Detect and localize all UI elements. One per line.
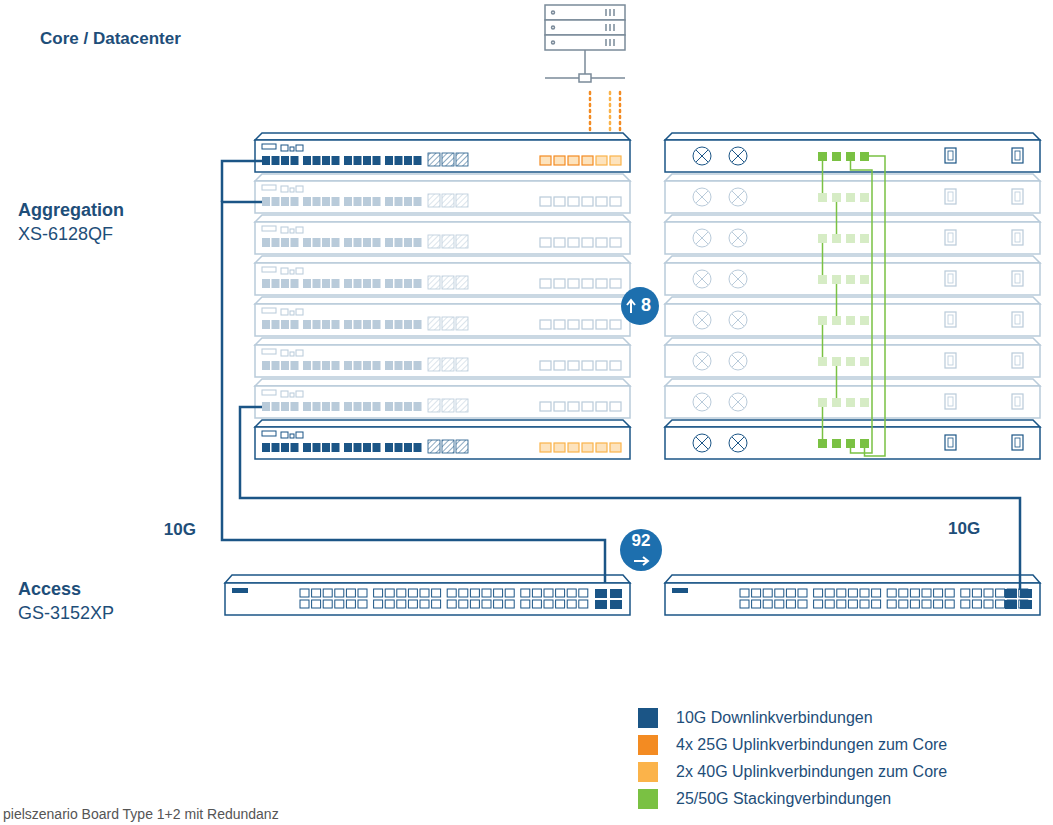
legend-text: 2x 40G Uplinkverbindungen zum Core — [676, 763, 947, 781]
downlink-lines — [222, 161, 1020, 590]
switch-rear-stack — [665, 133, 1040, 459]
zone-title: Core / Datacenter — [40, 30, 181, 49]
legend-swatch — [638, 735, 658, 755]
aggregation-stack: AggregationXS-6128QF — [255, 132, 630, 466]
link-speed: 10G — [948, 520, 980, 539]
legend-text: 25/50G Stackingverbindungen — [676, 790, 891, 808]
legend-text: 10G Downlinkverbindungen — [676, 709, 873, 727]
model-name: GS-3152XP — [18, 603, 114, 624]
link-speed: 10G — [164, 520, 196, 540]
aggregation-switch-stack — [255, 133, 630, 459]
callout-circles — [620, 287, 662, 571]
legend-swatch — [638, 708, 658, 728]
legend-swatch — [638, 789, 658, 809]
layer-heading: Aggregation — [18, 200, 124, 221]
layer-heading: Access — [18, 579, 81, 600]
legend-text: 4x 25G Uplinkverbindungen zum Core — [676, 736, 947, 754]
callout-number: 8 — [641, 296, 651, 316]
downlink-connector — [222, 202, 605, 583]
callout-number: 92 — [632, 532, 651, 551]
access-switch: AccessGS-3152XP — [225, 575, 630, 615]
access-switches — [225, 575, 1040, 615]
server-icon — [545, 5, 625, 82]
stacking-cables — [823, 156, 886, 456]
figure-caption: pielszenario Board Type 1+2 mit Redundan… — [3, 806, 279, 822]
model-name: XS-6128QF — [18, 224, 113, 245]
legend-swatch — [638, 762, 658, 782]
